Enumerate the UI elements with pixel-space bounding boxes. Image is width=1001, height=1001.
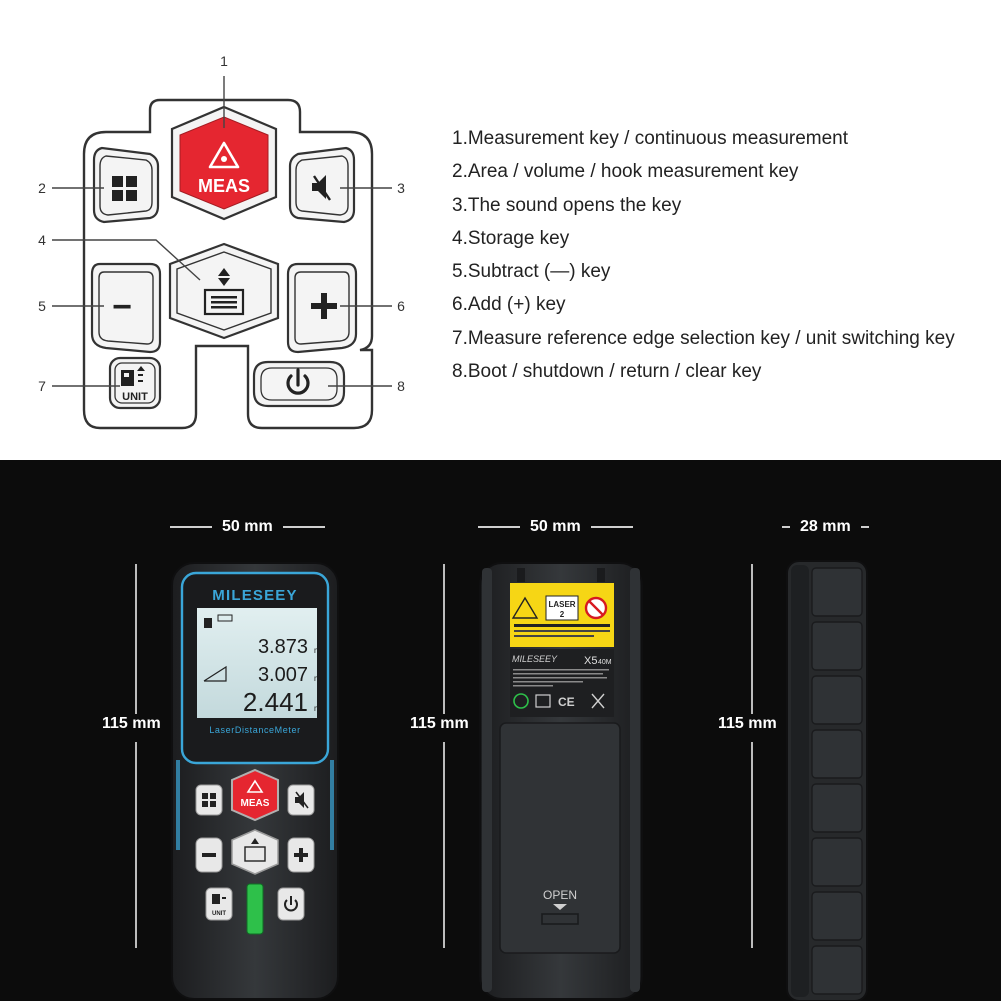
minus-key[interactable]: − xyxy=(90,262,162,354)
key-description-5: 5.Subtract (—) key xyxy=(452,261,611,283)
callout-6: 6 xyxy=(397,298,405,314)
back-view-device: LASER 2 MILESEEY X5 40M CE OPEN xyxy=(479,562,643,1000)
key-description-7: 7.Measure reference edge selection key /… xyxy=(452,327,955,349)
back-model: X5 xyxy=(584,655,597,667)
front-power-key[interactable] xyxy=(277,887,305,921)
key-description-1: 1.Measurement key / continuous measureme… xyxy=(452,128,849,149)
level-bubble xyxy=(246,883,264,935)
open-label: OPEN xyxy=(543,888,577,902)
power-key[interactable] xyxy=(252,360,346,408)
front-storage-key[interactable] xyxy=(231,829,279,875)
back-width-dimension: 50 mm xyxy=(478,518,633,536)
callout-7: 7 xyxy=(38,378,46,394)
front-meas-label: MEAS xyxy=(241,798,270,809)
front-meas-key[interactable]: MEAS xyxy=(231,768,279,822)
back-model-range: 40M xyxy=(598,659,612,666)
back-height-label: 115 mm xyxy=(410,715,469,732)
open-arrow-icon xyxy=(553,904,567,910)
ce-mark-icon: CE xyxy=(558,695,575,709)
lcd-reading-main: 2.441 xyxy=(243,687,308,717)
angle-icon xyxy=(203,665,227,682)
laser-warning-icon xyxy=(208,141,240,169)
callout-5: 5 xyxy=(38,298,46,314)
callout-2: 2 xyxy=(38,180,46,196)
storage-icon xyxy=(203,268,245,316)
back-width-label: 50 mm xyxy=(530,518,581,535)
front-width-label: 50 mm xyxy=(222,518,273,535)
product-views-section: 50 mm 50 mm 28 mm 115 mm 115 mm 115 mm xyxy=(0,460,1001,1001)
meas-key-label: MEAS xyxy=(198,176,250,196)
fcc-icon xyxy=(535,694,551,708)
front-unit-key[interactable]: UNIT xyxy=(205,887,233,921)
keypad-diagram: MEAS xyxy=(38,53,405,430)
callout-4: 4 xyxy=(38,232,46,248)
keypad-outline xyxy=(82,98,374,430)
laser-hazard-icon xyxy=(511,596,539,619)
callout-3: 3 xyxy=(397,180,405,196)
rohs-icon xyxy=(513,693,529,709)
front-sound-key[interactable] xyxy=(287,784,315,816)
side-view-device xyxy=(786,560,868,1001)
side-width-label: 28 mm xyxy=(800,518,851,535)
callout-numbers: 1 2 3 4 5 6 7 8 xyxy=(38,53,405,394)
product-label xyxy=(510,649,614,717)
key-description-list: 1.Measurement key / continuous measureme… xyxy=(452,126,955,392)
unit-key[interactable]: UNIT xyxy=(108,356,162,410)
lcd-reading-1: 3.873 xyxy=(258,636,308,658)
device-views: MILESEEY 3.873 m 3.007 m 2.441 m LaserDi… xyxy=(171,560,868,1001)
back-brand: MILESEEY xyxy=(512,654,558,664)
plus-key[interactable] xyxy=(286,262,358,354)
callout-1: 1 xyxy=(220,53,228,69)
key-description-8: 8.Boot / shutdown / return / clear key xyxy=(452,361,762,383)
key-description-4: 4.Storage key xyxy=(452,227,570,249)
meas-key[interactable]: MEAS xyxy=(170,105,278,221)
keypad-diagram-section: MEAS xyxy=(0,0,1001,460)
battery-cover[interactable] xyxy=(499,722,621,954)
front-area-key[interactable] xyxy=(195,784,223,816)
front-plus-key[interactable] xyxy=(287,837,315,873)
side-height-label: 115 mm xyxy=(718,715,777,732)
power-icon xyxy=(286,368,310,395)
callout-leaders xyxy=(52,76,392,387)
lcd-screen xyxy=(197,608,317,718)
lcd-unit-1: m xyxy=(314,646,321,655)
area-grid-icon xyxy=(112,176,137,201)
side-width-dimension: 28 mm xyxy=(782,518,869,536)
sound-key[interactable] xyxy=(288,146,356,224)
reference-edge-icon xyxy=(121,366,145,386)
plus-icon xyxy=(311,293,337,319)
key-description-6: 6.Add (+) key xyxy=(452,294,566,316)
key-description-2: 2.Area / volume / hook measurement key xyxy=(452,161,799,183)
speaker-icon xyxy=(312,175,331,201)
key-description-3: 3.The sound opens the key xyxy=(452,194,682,216)
battery-latch[interactable] xyxy=(541,913,579,925)
front-width-dimension: 50 mm xyxy=(170,518,325,536)
front-height-label: 115 mm xyxy=(102,715,161,732)
storage-key[interactable] xyxy=(168,242,280,340)
callout-8: 8 xyxy=(397,378,405,394)
lcd-unit-3: m xyxy=(314,704,321,713)
area-key[interactable] xyxy=(92,146,160,224)
model-text: LaserDistanceMeter xyxy=(209,725,300,735)
laser-class: 2 xyxy=(560,610,565,619)
front-view-device: MILESEEY 3.873 m 3.007 m 2.441 m LaserDi… xyxy=(171,562,339,1000)
lcd-unit-2: m xyxy=(314,674,321,683)
unit-key-label: UNIT xyxy=(122,391,148,403)
laser-label: LASER xyxy=(548,600,575,609)
front-minus-key[interactable] xyxy=(195,837,223,873)
front-unit-label: UNIT xyxy=(212,911,226,917)
lcd-status-icons xyxy=(204,614,233,628)
side-grip-panels xyxy=(811,567,863,995)
brand-logo: MILESEEY xyxy=(212,587,297,604)
lcd-reading-2: 3.007 xyxy=(258,664,308,686)
minus-icon: − xyxy=(112,288,132,326)
